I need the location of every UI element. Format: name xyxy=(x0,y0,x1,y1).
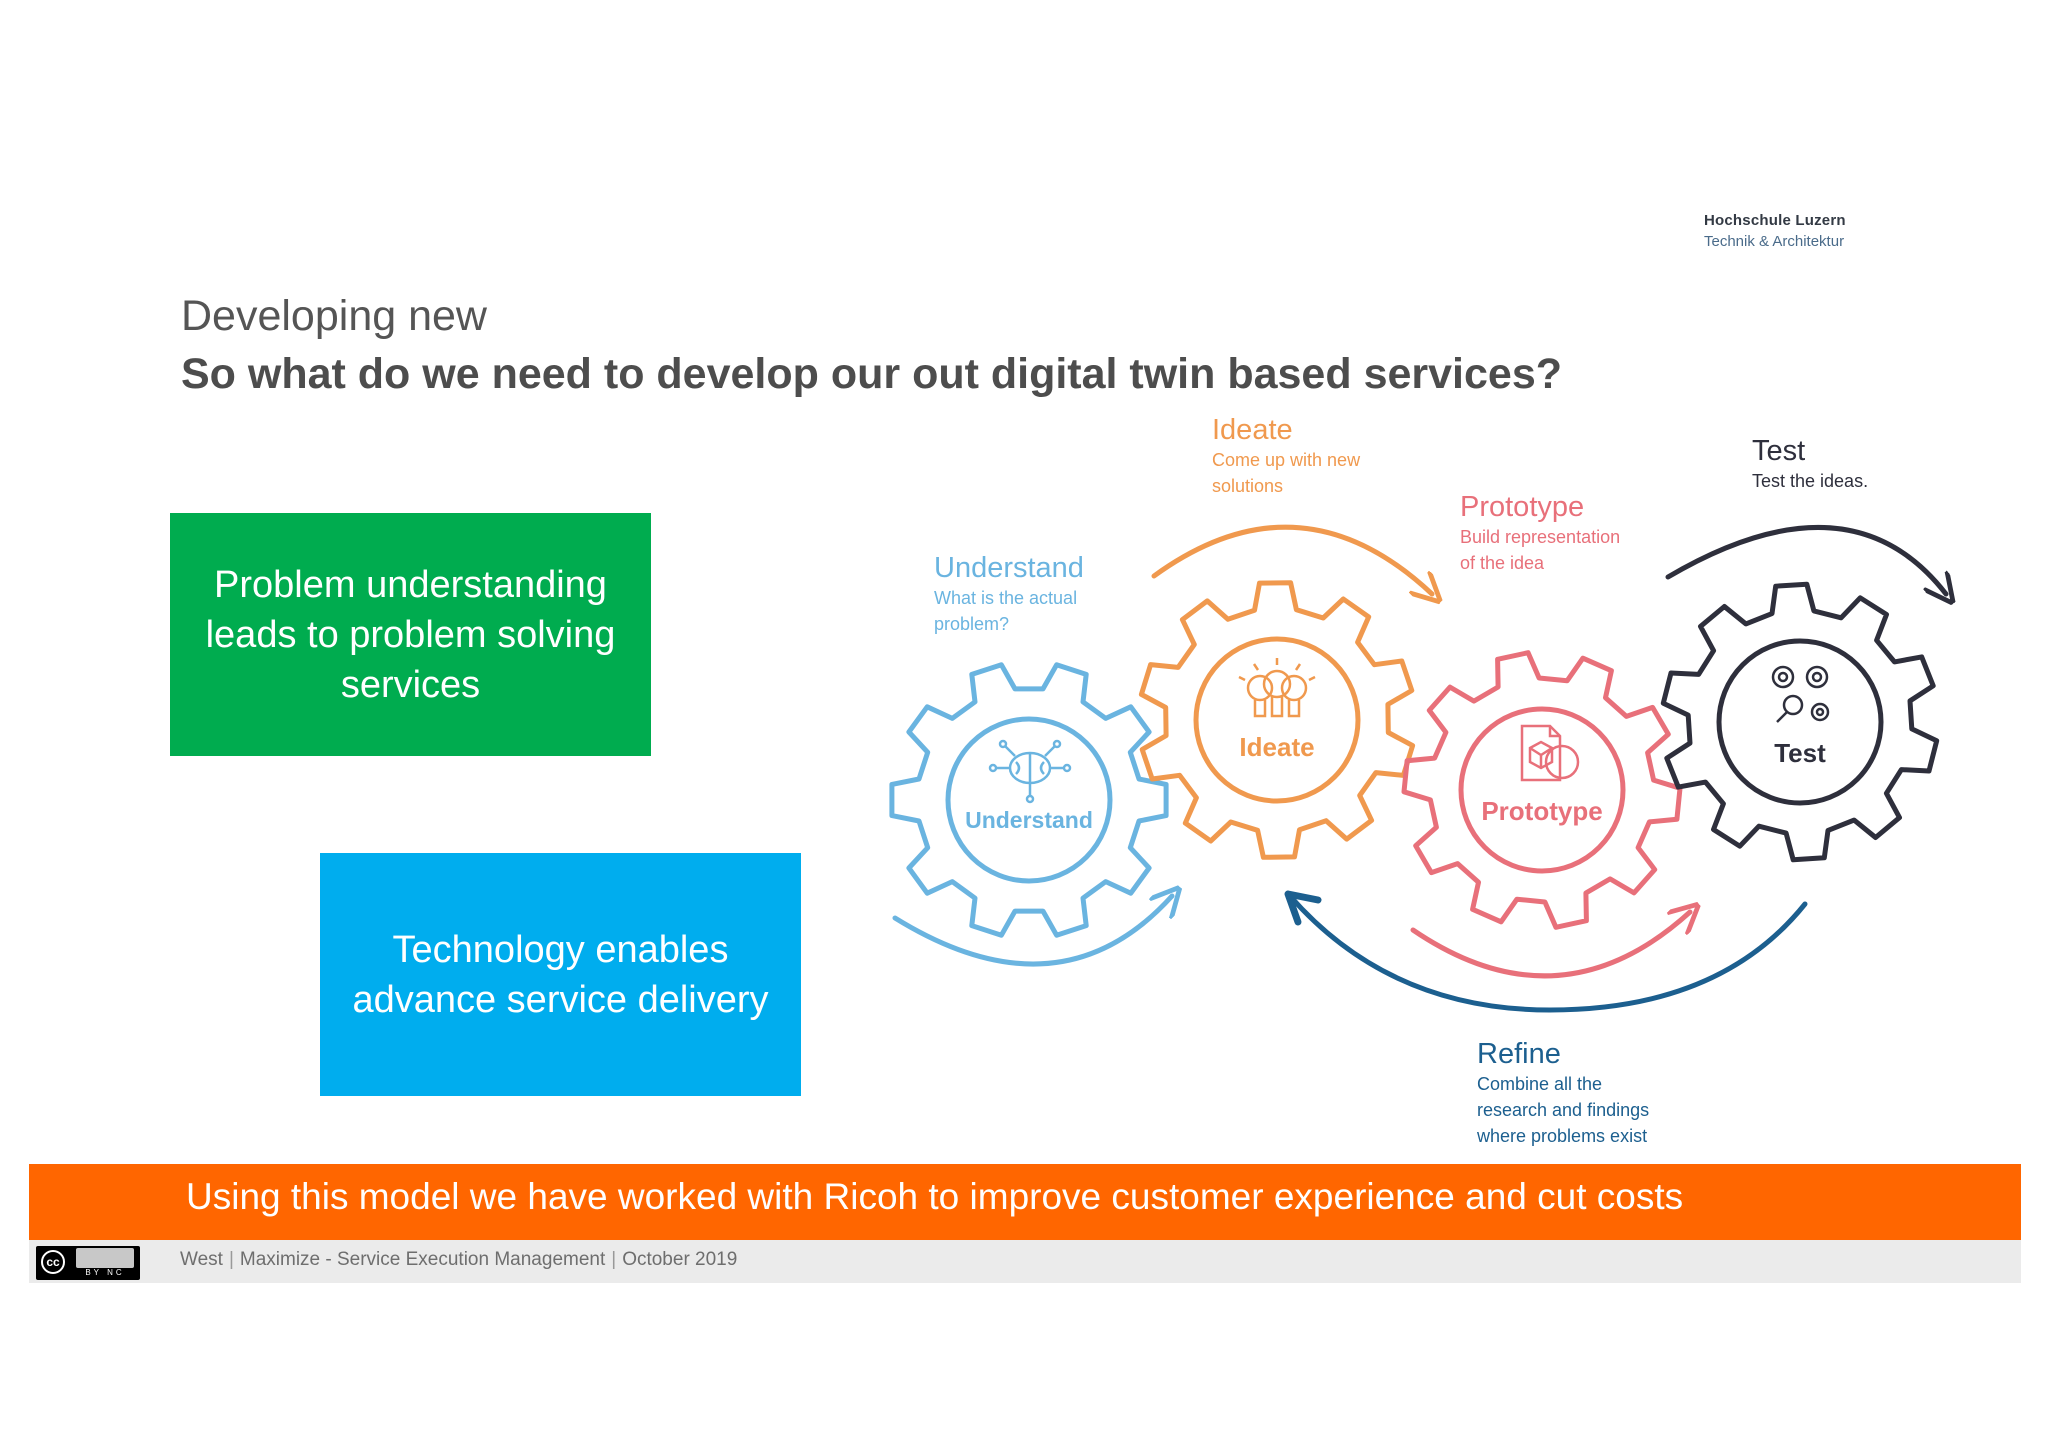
test-gear-label: Test xyxy=(1774,738,1826,768)
cc-badge-text: BY NC xyxy=(85,1268,125,1277)
understand-desc-1: What is the actual xyxy=(934,588,1078,608)
institution-name: Hochschule Luzern xyxy=(1704,212,1846,229)
test-desc-1: Test the ideas. xyxy=(1752,471,1869,491)
prototype-gear-label: Prototype xyxy=(1481,796,1602,826)
footer-course: Maximize - Service Execution Management xyxy=(239,1249,606,1270)
prototype-cycle-arrow xyxy=(1410,912,1690,979)
footer-date: October 2019 xyxy=(622,1249,738,1270)
ideate-gear-outline xyxy=(1138,580,1416,860)
ideate-cycle-arrow xyxy=(1151,524,1432,594)
cogs-magnifier-icon xyxy=(1771,665,1830,723)
brain-icon xyxy=(988,739,1072,804)
cc-by-nc-icon xyxy=(76,1248,134,1268)
understand-cycle-arrow xyxy=(892,896,1172,967)
ideate-step-label: Ideate Come up with new solutions xyxy=(1212,414,1360,499)
refine-desc-3: where problems exist xyxy=(1477,1126,1648,1146)
banner-text: Using this model we have worked with Ric… xyxy=(186,1176,1684,1217)
test-gear-outline xyxy=(1660,581,1940,863)
understand-gear-outline xyxy=(889,662,1169,938)
cc-icon: cc xyxy=(41,1250,65,1274)
understand-gear-label: Understand xyxy=(965,807,1093,833)
blueprint-icon xyxy=(1520,724,1580,782)
ideate-gear: Ideate xyxy=(1138,580,1416,860)
ideate-desc-1: Come up with new xyxy=(1212,450,1361,470)
bottom-banner: Using this model we have worked with Ric… xyxy=(29,1164,2021,1240)
technology-box: Technology enables advance service deliv… xyxy=(320,853,801,1096)
prototype-gear: Prototype xyxy=(1401,650,1683,930)
problem-box-line-2: leads to problem solving xyxy=(205,613,616,656)
test-gear: Test xyxy=(1660,581,1940,863)
ideate-gear-inner-ring xyxy=(1193,636,1361,804)
problem-box-line-3: services xyxy=(340,663,481,706)
department-name: Technik & Architektur xyxy=(1704,233,1845,250)
ideate-gear-label: Ideate xyxy=(1239,732,1314,762)
test-gear-inner-ring xyxy=(1716,638,1884,806)
prototype-desc-2: of the idea xyxy=(1460,553,1545,573)
page-title: Developing new xyxy=(181,292,487,340)
understand-step-label: Understand What is the actual problem? xyxy=(934,552,1084,637)
refine-arrow-head xyxy=(1284,890,1322,926)
refine-desc-2: research and findings xyxy=(1477,1100,1650,1120)
footer-text: West|Maximize - Service Execution Manage… xyxy=(180,1249,738,1270)
lightbulbs-icon xyxy=(1238,658,1316,718)
refine-step-label: Refine Combine all the research and find… xyxy=(1477,1038,1649,1149)
understand-gear-inner-ring xyxy=(945,716,1113,884)
understand-desc-2: problem? xyxy=(934,614,1010,634)
test-title: Test xyxy=(1752,435,1806,467)
creative-commons-badge: cc BY NC xyxy=(36,1246,140,1280)
technology-box-line-2: advance service delivery xyxy=(352,978,769,1021)
page-subtitle: So what do we need to develop our out di… xyxy=(181,350,1562,398)
refine-desc-1: Combine all the xyxy=(1477,1074,1603,1094)
test-cycle-arrow xyxy=(1665,524,1946,594)
prototype-gear-inner-ring xyxy=(1458,706,1626,874)
understand-title: Understand xyxy=(934,552,1084,584)
ideate-desc-2: solutions xyxy=(1212,476,1284,496)
test-step-label: Test Test the ideas. xyxy=(1752,435,1868,494)
refine-title: Refine xyxy=(1477,1038,1561,1070)
refine-cycle-arrow xyxy=(1287,893,1808,1013)
prototype-desc-1: Build representation xyxy=(1460,527,1621,547)
problem-box-line-1: Problem understanding xyxy=(214,563,607,606)
ideate-title: Ideate xyxy=(1212,414,1293,446)
prototype-title: Prototype xyxy=(1460,491,1585,523)
footer-bar xyxy=(29,1240,2021,1283)
problem-understanding-box: Problem understanding leads to problem s… xyxy=(170,513,651,756)
technology-box-line-1: Technology enables xyxy=(392,928,729,971)
prototype-gear-outline xyxy=(1401,650,1683,930)
prototype-step-label: Prototype Build representation of the id… xyxy=(1460,491,1620,576)
footer-author: West xyxy=(180,1249,223,1270)
understand-gear: Understand xyxy=(889,662,1169,938)
